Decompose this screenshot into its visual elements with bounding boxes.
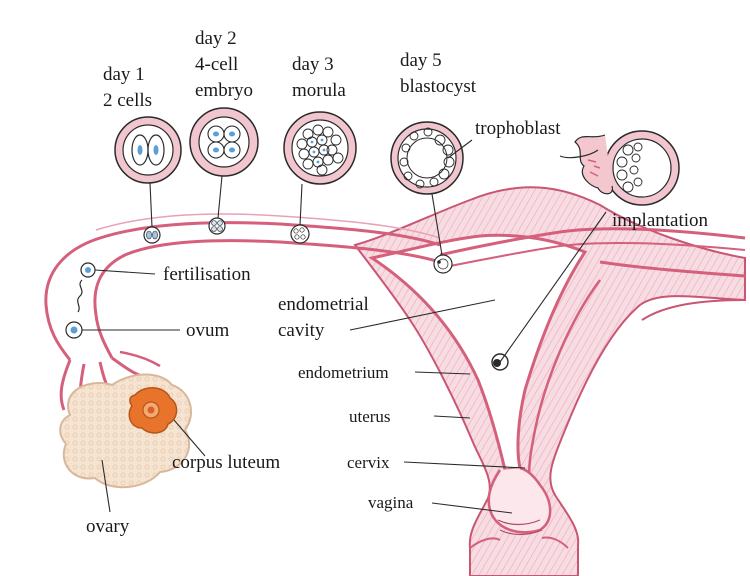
leader-lines bbox=[82, 139, 607, 514]
day1-desc-label: 2 cells bbox=[103, 90, 153, 111]
fallopian-tube bbox=[44, 213, 746, 416]
fertilisation-label: fertilisation bbox=[163, 264, 251, 285]
stage-day5 bbox=[390, 121, 464, 195]
day2-desc2-label: embryo bbox=[195, 80, 254, 101]
day5-desc-label: blastocyst bbox=[400, 76, 476, 97]
day3-label: day 3 bbox=[292, 54, 334, 75]
trophoblast-label: trophoblast bbox=[475, 118, 561, 139]
endometrial-label: endometrial bbox=[278, 294, 369, 315]
ovary-label: ovary bbox=[86, 516, 130, 537]
stage-day2 bbox=[189, 107, 259, 177]
endometrium-label: endometrium bbox=[298, 363, 389, 382]
implantation-label: implantation bbox=[612, 210, 709, 231]
stage-day1 bbox=[114, 116, 182, 184]
uterus-wall bbox=[353, 186, 746, 576]
day1-label: day 1 bbox=[103, 64, 145, 85]
day2-label: day 2 bbox=[195, 28, 237, 49]
ovary bbox=[59, 373, 192, 489]
cervix-label: cervix bbox=[347, 453, 390, 472]
cavity-label: cavity bbox=[278, 320, 325, 341]
vagina-label: vagina bbox=[368, 493, 414, 512]
uterus-label: uterus bbox=[349, 407, 391, 426]
ovum-label: ovum bbox=[186, 320, 230, 341]
stage-implantation bbox=[559, 130, 680, 206]
corpus-luteum-label: corpus luteum bbox=[172, 452, 281, 473]
day5-label: day 5 bbox=[400, 50, 442, 71]
day3-desc-label: morula bbox=[292, 80, 346, 101]
day2-desc-label: 4-cell bbox=[195, 54, 239, 75]
stage-day3 bbox=[283, 111, 357, 185]
